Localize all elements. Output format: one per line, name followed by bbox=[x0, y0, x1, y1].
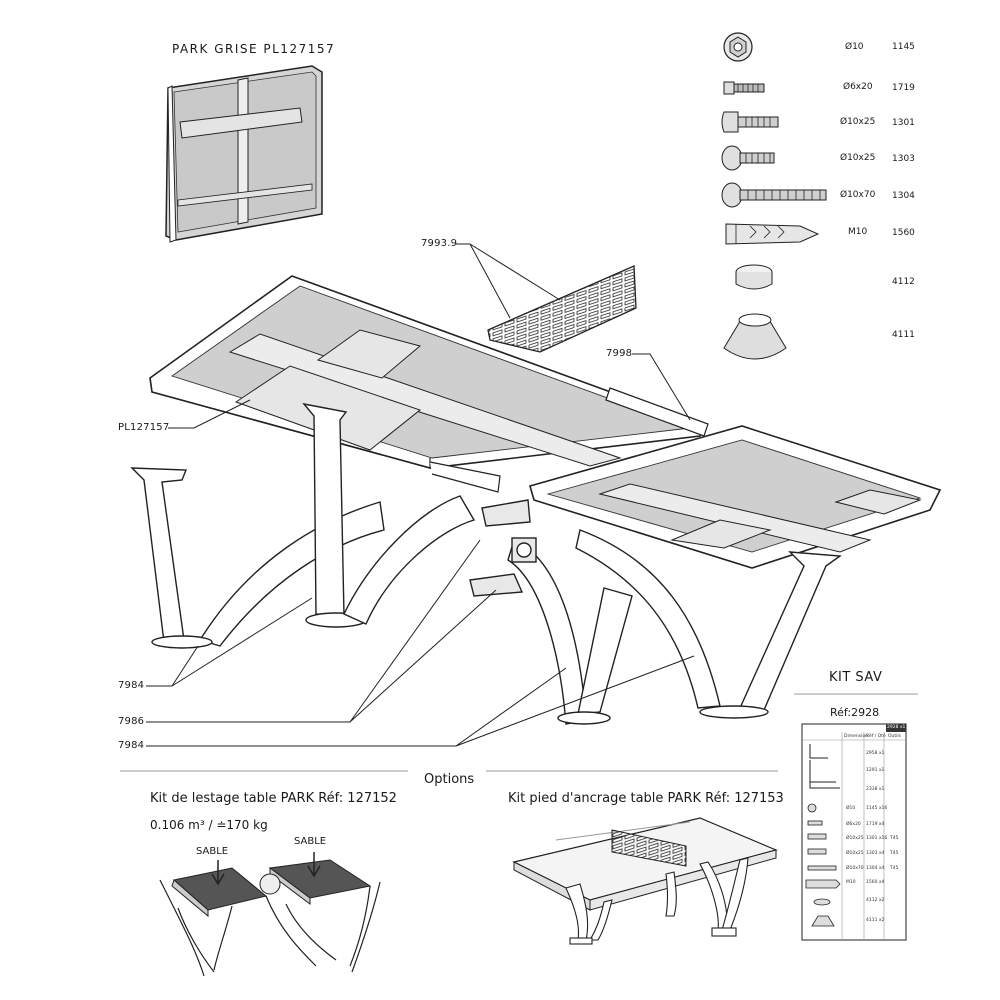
tabletop-right bbox=[529, 425, 942, 569]
ballast-capacity: 0.106 m³ / ≐170 kg bbox=[150, 818, 268, 832]
options-divider bbox=[120, 693, 918, 772]
kit-sav-row-qty: 1719 x4 bbox=[866, 822, 885, 827]
callout-leg-c: 7984 bbox=[118, 740, 145, 751]
kit-sav-row-dim: Ø10x25 bbox=[846, 836, 864, 841]
panel-title: PARK GRISE PL127157 bbox=[172, 42, 336, 56]
cone-cap-icon bbox=[723, 313, 787, 360]
hardware-spec: Ø10x25 bbox=[840, 117, 876, 127]
hardware-ref: 1304 bbox=[892, 191, 915, 201]
hardware-ref: 4112 bbox=[892, 277, 915, 287]
callout-tabletop-part: PL127157 bbox=[118, 422, 170, 433]
ballast-kit-title: Kit de lestage table PARK Réf: 127152 bbox=[150, 791, 397, 806]
callout-leg-a: 7984 bbox=[118, 680, 145, 691]
kit-sav-row-dim: Ø10 bbox=[846, 806, 856, 811]
hardware-icons bbox=[721, 32, 827, 360]
anchor-kit-illustration bbox=[512, 817, 778, 945]
anchor-kit-title: Kit pied d'ancrage table PARK Réf: 12715… bbox=[508, 791, 784, 806]
hardware-ref: 1301 bbox=[892, 118, 915, 128]
sand-label: SABLE bbox=[196, 846, 229, 857]
hex-bolt-icon bbox=[721, 111, 779, 133]
hardware-ref: 4111 bbox=[892, 330, 915, 340]
legs bbox=[130, 402, 842, 725]
kit-sav-row-qty: 1560 x4 bbox=[866, 880, 885, 885]
kit-sav-row-qty: 1291 x1 bbox=[866, 768, 885, 773]
long-bolt-icon bbox=[721, 182, 827, 208]
kit-sav-row-qty: 1145 x16 bbox=[866, 806, 888, 811]
kit-sav-col-key: Outils bbox=[888, 734, 902, 739]
hardware-spec: Ø10x70 bbox=[840, 190, 876, 200]
kit-sav-row-qty: 4112 x2 bbox=[866, 898, 885, 903]
panel-thumbnail bbox=[165, 65, 323, 243]
net-bracket bbox=[487, 265, 637, 353]
hardware-spec: Ø10x25 bbox=[840, 153, 876, 163]
kit-sav-row-qty: 1301 x16 bbox=[866, 836, 888, 841]
hardware-spec: M10 bbox=[848, 227, 868, 237]
kit-sav-tag: 2928 x1 bbox=[887, 725, 906, 730]
callout-edge-part: 7998 bbox=[606, 348, 633, 359]
options-heading: Options bbox=[424, 772, 475, 787]
hardware-ref: 1560 bbox=[892, 228, 915, 238]
tabletop-left bbox=[149, 275, 706, 493]
hardware-spec: Ø10 bbox=[845, 42, 864, 52]
hardware-ref: 1719 bbox=[892, 83, 915, 93]
kit-sav-row-dim: Ø10x70 bbox=[846, 866, 864, 871]
kit-sav-row-tool: T45 bbox=[890, 851, 899, 856]
kit-sav-row-dim: Ø10x25 bbox=[846, 851, 864, 856]
small-bolt-icon bbox=[723, 81, 765, 95]
kit-sav-col-dim: Dimension bbox=[844, 734, 868, 739]
flange-nut-icon bbox=[723, 32, 753, 62]
callout-leg-b: 7986 bbox=[118, 716, 145, 727]
wall-anchor-icon bbox=[725, 223, 820, 245]
hardware-ref: 1303 bbox=[892, 154, 915, 164]
kit-sav-row-qty: 2958 x1 bbox=[866, 751, 885, 756]
leader-lines bbox=[146, 243, 695, 747]
kit-sav-row-tool: T45 bbox=[890, 836, 899, 841]
end-cap-icon bbox=[735, 264, 773, 290]
sand-label: SABLE bbox=[294, 836, 327, 847]
kit-sav-row-tool: T45 bbox=[890, 866, 899, 871]
ballast-kit-illustration bbox=[159, 852, 381, 977]
kit-sav-row-dim: M10 bbox=[846, 880, 856, 885]
kit-sav-row-dim: Ø6x20 bbox=[846, 822, 861, 827]
kit-sav-col-qty: Réf / Qté bbox=[866, 734, 886, 739]
callout-net-part: 7993.9 bbox=[421, 238, 458, 249]
kit-sav-row-qty: 4111 x2 bbox=[866, 918, 885, 923]
hardware-spec: Ø6x20 bbox=[843, 82, 873, 92]
kit-sav-row-qty: 1304 x4 bbox=[866, 866, 885, 871]
hardware-ref: 1145 bbox=[892, 42, 915, 52]
round-bolt-icon bbox=[721, 145, 775, 171]
kit-sav-row-qty: 1303 x4 bbox=[866, 851, 885, 856]
kit-sav-row-qty: 2338 x1 bbox=[866, 787, 885, 792]
kit-sav-ref: Réf:2928 bbox=[830, 706, 880, 719]
kit-sav-card bbox=[801, 723, 907, 941]
kit-sav-title: KIT SAV bbox=[829, 670, 883, 685]
